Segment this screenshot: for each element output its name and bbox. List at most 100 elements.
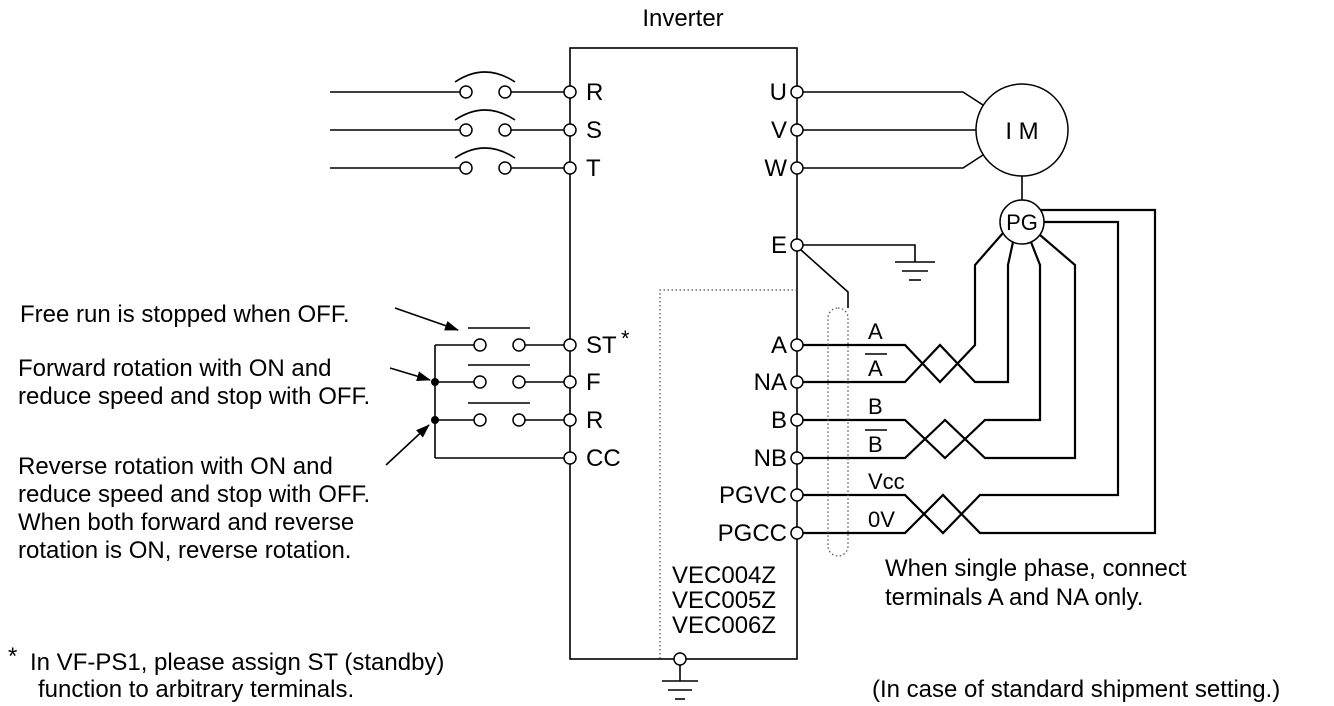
terminal-label-st-mark: * (621, 326, 630, 351)
cable-a (803, 232, 1004, 384)
power-input-r: R (330, 71, 603, 106)
cable-label-a: A (868, 319, 883, 344)
callout-arrow-free-run (394, 307, 459, 331)
note-free-run: Free run is stopped when OFF. (20, 301, 349, 328)
terminal-chassis-ground (673, 652, 687, 666)
terminal-e (790, 238, 804, 252)
cable-shield (827, 307, 849, 557)
terminal-label-b: B (771, 407, 787, 434)
terminal-na (790, 375, 804, 389)
option-name: VEC005Z (672, 587, 776, 614)
note-reverse-line: reduce speed and stop with OFF. (18, 481, 370, 508)
contactor-contact-right (498, 161, 512, 175)
cable-label-0v: 0V (868, 507, 895, 532)
note-shipment-setting: (In case of standard shipment setting.) (872, 676, 1280, 703)
terminal-label-s: S (586, 117, 602, 144)
footnote-line: In VF-PS1, please assign ST (standby) (30, 649, 444, 676)
switch-contact-left (473, 338, 487, 352)
terminal-st (563, 338, 577, 352)
switch-contact-right (512, 375, 526, 389)
note-forward-line: Forward rotation with ON and (18, 355, 331, 382)
cable-pgcc (803, 208, 1157, 535)
contactor-contact-left (459, 123, 473, 137)
pulse-generator (999, 199, 1045, 245)
option-name: VEC006Z (672, 612, 776, 639)
terminal-label-r-control: R (586, 407, 603, 434)
callout-arrow-reverse (385, 424, 430, 466)
inverter-title: Inverter (642, 5, 723, 32)
earth-wire (803, 244, 916, 262)
note-single-phase-line: When single phase, connect (885, 555, 1187, 582)
cable-label-b-bar: B (868, 432, 883, 457)
option-board-outline (659, 289, 797, 659)
shield-drain-wire (800, 249, 849, 308)
terminal-label-a: A (771, 332, 787, 359)
cable-label-a-bar: A (868, 356, 883, 381)
terminal-label-u: U (770, 79, 787, 106)
terminal-r-control (563, 413, 577, 427)
terminal-label-w: W (764, 155, 787, 182)
power-input-s: S (330, 109, 602, 144)
cable-label-b: B (868, 394, 883, 419)
terminal-label-r: R (586, 79, 603, 106)
terminal-label-t: T (586, 155, 601, 182)
note-single-phase-line: terminals A and NA only. (885, 584, 1143, 611)
terminal-label-cc: CC (586, 445, 621, 472)
switch-f (435, 364, 564, 389)
terminal-t (563, 161, 577, 175)
contactor-contact-right (498, 123, 512, 137)
switch-st (435, 327, 564, 352)
terminal-u (790, 85, 804, 99)
footnote-line: function to arbitrary terminals. (38, 676, 354, 703)
cable-nb (803, 234, 1077, 460)
contactor-contact-left (459, 161, 473, 175)
terminal-label-v: V (771, 117, 787, 144)
note-reverse-line: When both forward and reverse (18, 509, 354, 536)
terminal-b (790, 413, 804, 427)
contactor-arc (454, 109, 516, 121)
terminal-cc (563, 451, 577, 465)
switch-contact-right (512, 413, 526, 427)
callout-arrow-forward (389, 367, 431, 382)
pulse-generator-label: PG (1006, 210, 1038, 235)
terminal-f (563, 375, 577, 389)
terminal-label-nb: NB (754, 445, 787, 472)
ground-symbol-earth (895, 261, 935, 281)
contactor-arc (454, 71, 516, 83)
terminal-label-na: NA (754, 369, 787, 396)
note-forward-line: reduce speed and stop with OFF. (18, 383, 370, 410)
power-input-t: T (330, 147, 601, 182)
terminal-r (563, 85, 577, 99)
note-reverse-line: rotation is ON, reverse rotation. (18, 537, 351, 564)
terminal-label-e: E (771, 232, 787, 259)
cable-na (803, 241, 1015, 384)
contactor-contact-right (498, 85, 512, 99)
contactor-contact-left (459, 85, 473, 99)
switch-contact-right (512, 338, 526, 352)
terminal-label-f: F (586, 369, 601, 396)
terminal-pgcc (790, 526, 804, 540)
terminal-label-st: ST (586, 332, 617, 359)
switch-r (435, 402, 564, 427)
contactor-arc (454, 147, 516, 159)
option-name: VEC004Z (672, 562, 776, 589)
cable-b (803, 241, 1042, 460)
terminal-pgvc (790, 488, 804, 502)
terminal-label-pgvc: PGVC (719, 482, 787, 509)
cable-pgvc (803, 220, 1120, 535)
wire-u (803, 91, 984, 106)
ground-symbol-chassis (662, 680, 698, 700)
switch-contact-left (473, 413, 487, 427)
terminal-label-pgcc: PGCC (718, 520, 787, 547)
terminal-nb (790, 451, 804, 465)
wire-w (803, 154, 984, 169)
cable-label-vcc: Vcc (868, 469, 905, 494)
footnote-mark: * (8, 643, 17, 670)
terminal-w (790, 161, 804, 175)
terminal-v (790, 123, 804, 137)
motor-label: I M (1005, 118, 1038, 145)
terminal-a (790, 338, 804, 352)
terminal-s (563, 123, 577, 137)
note-reverse-line: Reverse rotation with ON and (18, 453, 333, 480)
